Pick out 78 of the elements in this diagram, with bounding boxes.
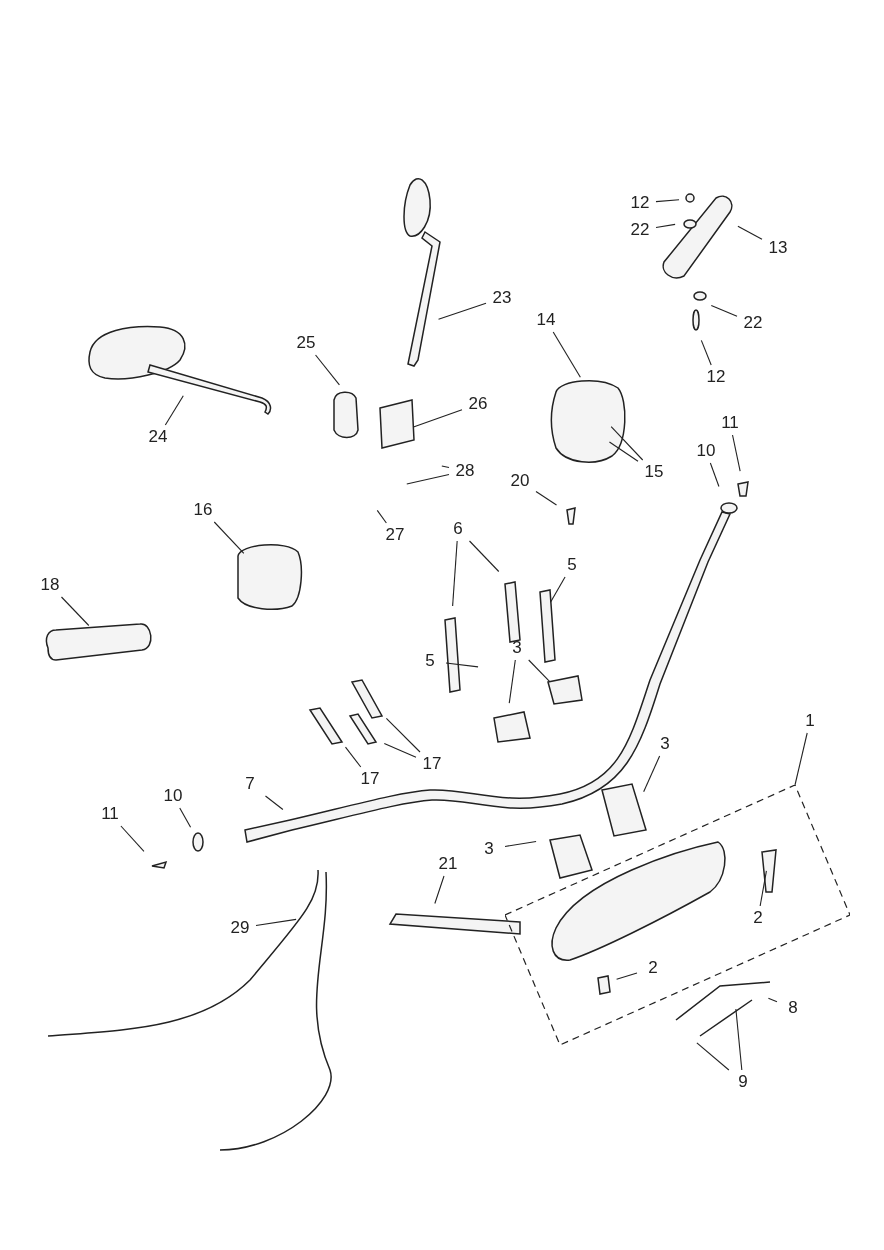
callout-number: 11 <box>716 413 744 433</box>
callout-number: 22 <box>626 220 654 240</box>
callout-number: 14 <box>532 310 560 330</box>
leader-line <box>616 972 638 980</box>
leader-line <box>608 441 639 462</box>
leader-line <box>735 1008 743 1071</box>
callout-number: 26 <box>464 394 492 414</box>
callout-number: 20 <box>506 471 534 491</box>
callout-number: 10 <box>159 786 187 806</box>
leader-line <box>468 540 500 573</box>
callout-number: 16 <box>189 500 217 520</box>
callout-number: 12 <box>626 193 654 213</box>
callout-number: 3 <box>475 839 503 859</box>
callout-number: 3 <box>651 734 679 754</box>
callout-number: 17 <box>356 769 384 789</box>
callout-number: 29 <box>226 918 254 938</box>
leader-line <box>504 840 537 847</box>
callout-number: 2 <box>639 958 667 978</box>
leader-line <box>120 825 145 852</box>
leader-line <box>655 223 676 228</box>
leader-line <box>549 576 566 603</box>
callout-number: 2 <box>744 908 772 928</box>
callout-number: 22 <box>739 313 767 333</box>
leader-line <box>709 462 720 488</box>
callout-number: 23 <box>488 288 516 308</box>
leader-line <box>552 331 581 378</box>
callout-number: 15 <box>640 462 668 482</box>
leader-line <box>794 732 808 786</box>
leader-line <box>315 354 340 386</box>
callout-number: 9 <box>729 1072 757 1092</box>
callout-number: 17 <box>418 754 446 774</box>
callout-number: 7 <box>236 774 264 794</box>
leader-line <box>528 659 551 683</box>
callout-number: 10 <box>692 441 720 461</box>
leader-line <box>508 659 516 704</box>
leader-line <box>759 870 767 907</box>
callout-number: 8 <box>779 998 807 1018</box>
leader-line <box>452 540 458 607</box>
leader-line <box>438 302 487 320</box>
leader-line <box>412 409 463 428</box>
callout-number: 21 <box>434 854 462 874</box>
callout-number: 11 <box>96 804 124 824</box>
leader-line <box>445 662 479 668</box>
callout-number: 5 <box>558 555 586 575</box>
callout-number: 28 <box>451 461 479 481</box>
leader-line <box>179 807 192 828</box>
leader-line <box>255 918 297 927</box>
callout-number: 5 <box>416 651 444 671</box>
leader-line <box>710 304 738 317</box>
callout-number: 13 <box>764 238 792 258</box>
callout-number: 6 <box>444 519 472 539</box>
callout-number: 18 <box>36 575 64 595</box>
callout-number: 12 <box>702 367 730 387</box>
leader-line <box>434 875 445 904</box>
callout-number: 24 <box>144 427 172 447</box>
leader-line <box>213 521 245 554</box>
leader-line <box>535 491 558 506</box>
leader-line <box>737 225 763 240</box>
leader-line <box>376 509 387 524</box>
leader-line <box>60 596 90 627</box>
leader-line <box>700 339 712 366</box>
leader-line <box>383 743 417 758</box>
leader-line <box>610 426 644 461</box>
leader-line <box>732 434 741 472</box>
leader-line <box>441 465 450 469</box>
leader-line <box>385 717 421 753</box>
callout-number: 1 <box>796 711 824 731</box>
leader-line <box>767 997 778 1003</box>
leader-line <box>264 795 284 811</box>
leader-line <box>655 199 680 203</box>
leader-line <box>643 755 661 793</box>
leader-line <box>164 395 184 426</box>
callout-number: 3 <box>503 638 531 658</box>
callout-number: 27 <box>381 525 409 545</box>
leader-line <box>344 746 362 768</box>
callout-number: 25 <box>292 333 320 353</box>
leader-line <box>696 1042 730 1071</box>
leader-line <box>406 474 450 485</box>
